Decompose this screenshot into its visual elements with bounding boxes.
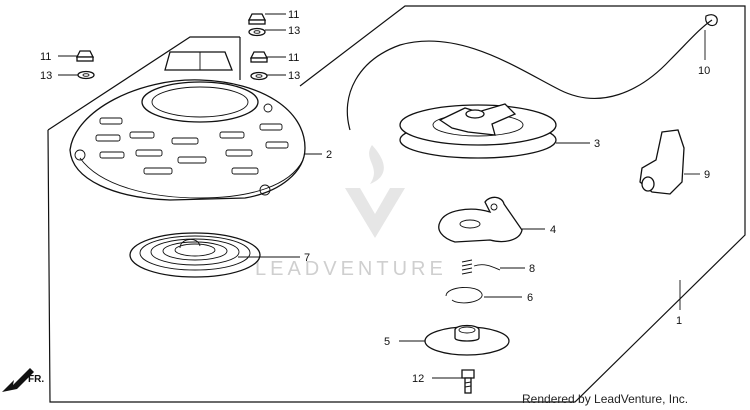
front-direction-arrow-icon (2, 368, 34, 392)
callout-3: 3 (594, 138, 600, 150)
ratchet (438, 196, 523, 243)
callout-12: 12 (412, 373, 424, 385)
front-direction-label: FR. (28, 374, 44, 385)
callout-5: 5 (384, 336, 390, 348)
callout-11: 11 (40, 51, 51, 63)
callout-13: 13 (40, 70, 52, 82)
callout-7: 7 (304, 252, 310, 264)
callout-2: 2 (326, 149, 332, 161)
recoil-spring (129, 232, 261, 278)
callout-6: 6 (527, 292, 533, 304)
callout-9: 9 (704, 169, 710, 181)
nut-11-top (247, 13, 267, 25)
callout-1: 1 (676, 315, 682, 327)
nut-11-left (75, 50, 95, 62)
callout-11: 11 (288, 52, 299, 64)
callout-8: 8 (529, 263, 535, 275)
starter-grip (639, 129, 685, 195)
starter-rope (346, 14, 718, 131)
setting-bolt (461, 369, 475, 394)
washer-13-mid (250, 71, 268, 81)
callout-13: 13 (288, 25, 300, 37)
callout-10: 10 (698, 65, 710, 77)
nut-11-mid (249, 51, 269, 63)
washer-13-left (77, 70, 95, 80)
ratchet-guide-clip (445, 287, 483, 304)
assembly-boundary (47, 5, 746, 403)
callout-13: 13 (288, 70, 300, 82)
starter-reel (399, 103, 557, 159)
callout-4: 4 (550, 224, 556, 236)
callout-11: 11 (288, 9, 299, 21)
leadventure-watermark: LEADVENTURE (255, 145, 447, 280)
friction-spring (461, 259, 501, 275)
washer-13-top (248, 27, 266, 37)
render-credit: Rendered by LeadVenture, Inc. (522, 392, 688, 406)
friction-plate (424, 324, 510, 356)
watermark-text: LEADVENTURE (255, 258, 447, 280)
starter-case (69, 51, 306, 201)
